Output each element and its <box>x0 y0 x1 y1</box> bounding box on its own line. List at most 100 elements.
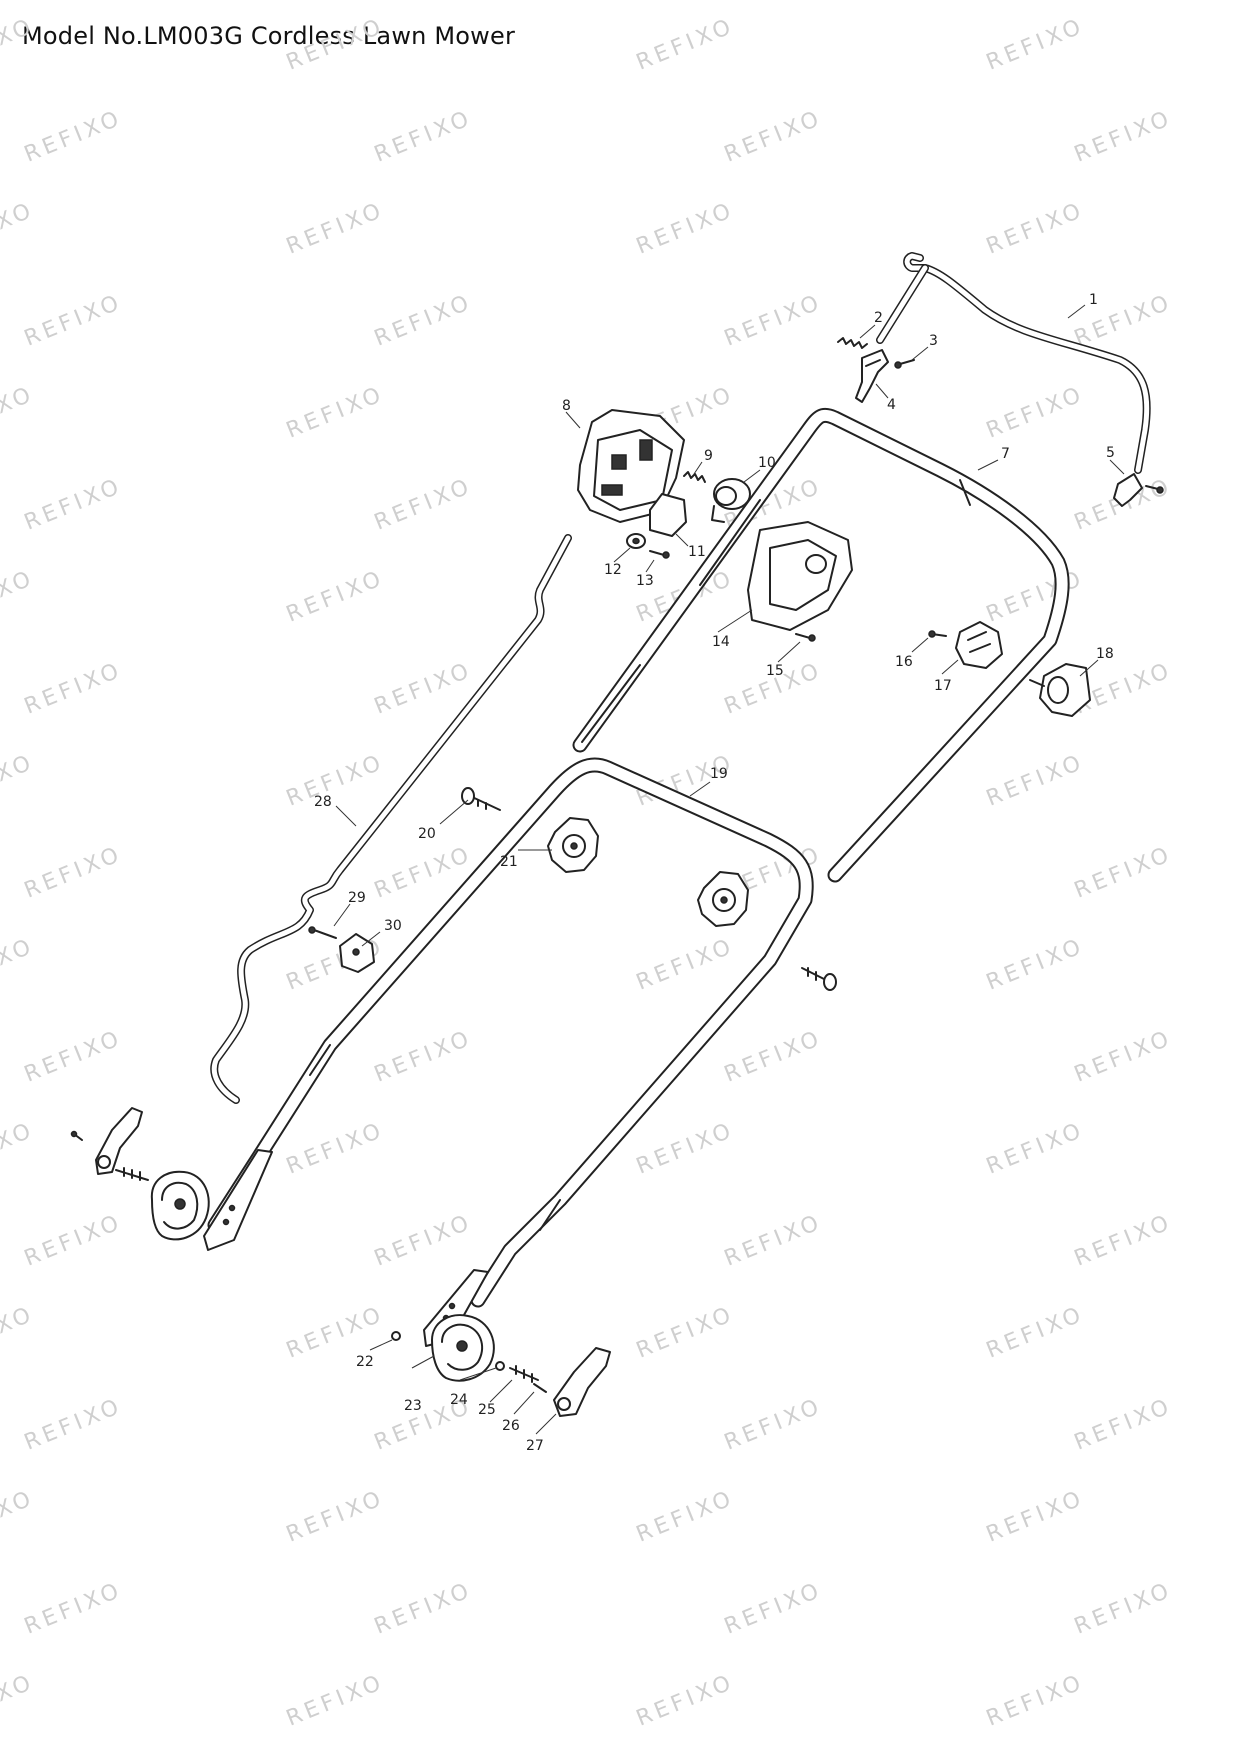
watermark-text: REFIXO <box>21 1026 126 1088</box>
leader-lines <box>333 304 1125 1435</box>
callout-28: 28 <box>314 794 332 810</box>
part-16-screw <box>928 630 947 638</box>
watermark-text: REFIXO <box>721 1578 826 1640</box>
watermark-text: REFIXO <box>283 198 388 260</box>
watermark-text: REFIXO <box>21 106 126 168</box>
watermark-text: REFIXO <box>983 1302 1088 1364</box>
watermark-text: REFIXO <box>283 750 388 812</box>
part-27-lever <box>553 1347 611 1417</box>
part-1-bail-lever <box>876 252 1151 474</box>
watermark-text: REFIXO <box>1071 1026 1176 1088</box>
watermark-text: REFIXO <box>283 1670 388 1732</box>
part-19-lower-handle <box>207 757 814 1308</box>
callout-24: 24 <box>450 1392 468 1408</box>
part-20-bolt <box>461 787 501 811</box>
callout-20: 20 <box>418 826 436 842</box>
part-22-nut <box>391 1331 401 1341</box>
callout-13: 13 <box>636 573 654 589</box>
part-10-knob <box>711 478 751 523</box>
watermark-text: REFIXO <box>1071 1394 1176 1456</box>
watermark-text: REFIXO <box>21 1210 126 1272</box>
callout-10: 10 <box>758 455 776 471</box>
callout-22: 22 <box>356 1354 374 1370</box>
watermark-text: REFIXO <box>21 474 126 536</box>
callout-30: 30 <box>384 918 402 934</box>
watermark-text: REFIXO <box>21 290 126 352</box>
part-12-nut <box>626 533 646 549</box>
watermark-text: REFIXO <box>633 1486 738 1548</box>
watermark-text: REFIXO <box>283 1486 388 1548</box>
callout-11: 11 <box>688 544 706 560</box>
watermark-text: REFIXO <box>371 290 476 352</box>
watermark-text: REFIXO <box>283 382 388 444</box>
watermark-text: REFIXO <box>1071 842 1176 904</box>
callout-25: 25 <box>478 1402 496 1418</box>
callout-19: 19 <box>710 766 728 782</box>
watermark-text: REFIXO <box>371 106 476 168</box>
watermark-text: REFIXO <box>983 1118 1088 1180</box>
callout-5: 5 <box>1106 445 1115 461</box>
watermark-text: REFIXO <box>983 14 1088 76</box>
callout-23: 23 <box>404 1398 422 1414</box>
watermark-text: REFIXO <box>0 1670 38 1732</box>
watermark-text: REFIXO <box>633 1670 738 1732</box>
part-17-clamp <box>955 621 1003 669</box>
watermark-text: REFIXO <box>0 1486 38 1548</box>
watermark-text: REFIXO <box>983 1486 1088 1548</box>
watermark-text: REFIXO <box>283 14 388 76</box>
part-7-upper-handle <box>572 407 1070 883</box>
part-8-switch-box <box>577 409 685 523</box>
watermark-text: REFIXO <box>721 1394 826 1456</box>
callout-2: 2 <box>874 310 883 326</box>
left-bracket-plate <box>203 1149 273 1251</box>
watermark-text: REFIXO <box>1071 290 1176 352</box>
watermark-text: REFIXO <box>0 14 38 76</box>
part-18-knob <box>1029 663 1091 717</box>
watermark-text: REFIXO <box>983 1670 1088 1732</box>
part-15-screw <box>795 633 816 642</box>
watermark-text: REFIXO <box>0 1302 38 1364</box>
part-14-cover <box>747 521 853 631</box>
callout-29: 29 <box>348 890 366 906</box>
bolt-right <box>801 967 837 991</box>
part-26-pin <box>533 1383 547 1393</box>
part-13-screw <box>649 550 670 559</box>
watermark-text: REFIXO <box>21 1394 126 1456</box>
watermark-text: REFIXO <box>371 658 476 720</box>
watermark-text: REFIXO <box>1071 1210 1176 1272</box>
part-24-washer <box>495 1361 505 1371</box>
watermark-text: REFIXO <box>283 1118 388 1180</box>
watermark-text: REFIXO <box>0 934 38 996</box>
left-axle-bolt <box>115 1167 149 1181</box>
watermark-text: REFIXO <box>371 1578 476 1640</box>
watermark-text: REFIXO <box>633 1302 738 1364</box>
watermark-text: REFIXO <box>0 1118 38 1180</box>
callout-7: 7 <box>1001 446 1010 462</box>
part-5-rod-clip <box>1113 473 1164 507</box>
part-21-star-knob <box>547 817 599 873</box>
watermark-text: REFIXO <box>721 290 826 352</box>
watermark-text: REFIXO <box>721 1026 826 1088</box>
part-3-screw <box>894 359 915 369</box>
page-title: Model No.LM003G Cordless Lawn Mower <box>22 22 516 50</box>
watermark-text: REFIXO <box>721 106 826 168</box>
callout-26: 26 <box>502 1418 520 1434</box>
watermark-text: REFIXO <box>983 934 1088 996</box>
watermark-text: REFIXO <box>21 1578 126 1640</box>
watermark-text: REFIXO <box>633 198 738 260</box>
part-11-block <box>649 493 687 537</box>
watermark-text: REFIXO <box>371 1026 476 1088</box>
watermark-text: REFIXO <box>0 750 38 812</box>
callout-4: 4 <box>887 397 896 413</box>
callout-3: 3 <box>929 333 938 349</box>
watermark-text: REFIXO <box>0 566 38 628</box>
watermark-text: REFIXO <box>21 842 126 904</box>
part-4-lever-bracket <box>855 349 889 403</box>
callout-1: 1 <box>1089 292 1098 308</box>
watermark-text: REFIXO <box>633 934 738 996</box>
part-23-height-adjuster <box>431 1314 495 1382</box>
callout-18: 18 <box>1096 646 1114 662</box>
watermark-text: REFIXO <box>0 382 38 444</box>
callout-9: 9 <box>704 448 713 464</box>
callout-16: 16 <box>895 654 913 670</box>
